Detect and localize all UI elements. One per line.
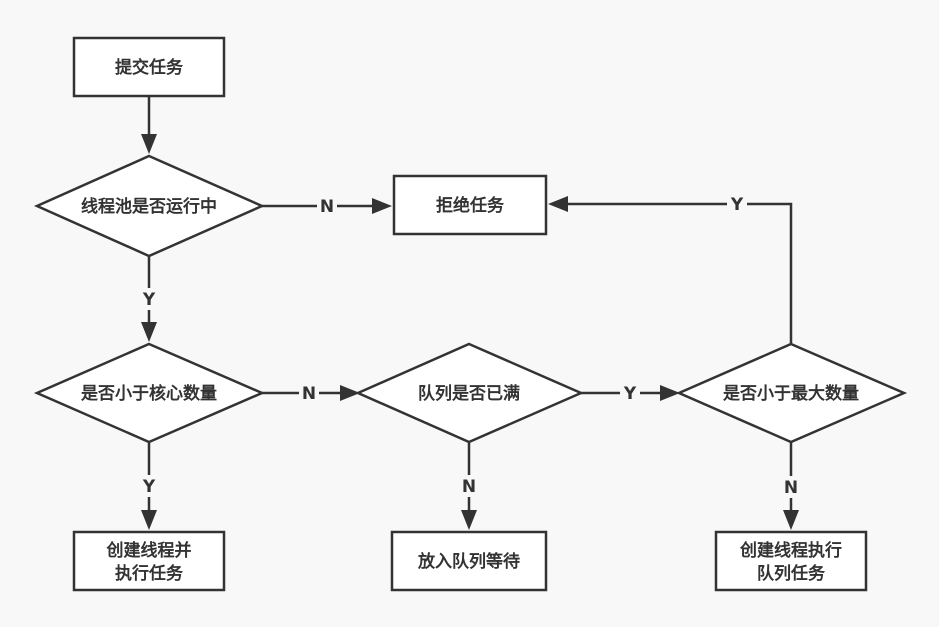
- edge-label-core-yes: Y: [142, 477, 156, 497]
- node-create-thread-run-queue-line2: 队列任务: [757, 563, 826, 584]
- edge-core-no: N: [262, 382, 360, 404]
- edge-label-max-yes: Y: [730, 195, 744, 215]
- edge-max-no: N: [781, 442, 801, 530]
- edge-label-queue-no: N: [462, 477, 476, 497]
- node-pool-running-decision: 线程池是否运行中: [33, 154, 266, 258]
- edge-queue-no: N: [459, 442, 479, 530]
- node-create-thread-execute-line2: 执行任务: [115, 563, 184, 584]
- node-below-max-label: 是否小于最大数量: [723, 383, 859, 404]
- node-pool-running-label: 线程池是否运行中: [81, 196, 217, 217]
- node-below-max-decision: 是否小于最大数量: [675, 342, 908, 444]
- node-submit-task-label: 提交任务: [115, 57, 184, 78]
- node-create-thread-run-queue: 创建线程执行 队列任务: [714, 530, 868, 592]
- edges: N Y Y N Y: [139, 96, 801, 530]
- node-submit-task: 提交任务: [72, 36, 226, 98]
- node-queue-full-label: 队列是否已满: [418, 383, 520, 404]
- edge-label-running-no: N: [320, 197, 334, 217]
- node-create-thread-run-queue-line1: 创建线程执行: [739, 540, 842, 561]
- node-enqueue-wait: 放入队列等待: [390, 530, 548, 592]
- edge-running-no: N: [262, 195, 392, 217]
- nodes: 提交任务 线程池是否运行中 拒绝任务 是否小于核心数量 队列是否已满 是否小于最…: [33, 36, 908, 592]
- edge-queue-yes: Y: [581, 382, 680, 404]
- edge-label-core-no: N: [302, 384, 316, 404]
- node-create-thread-execute: 创建线程并 执行任务: [72, 530, 226, 592]
- edge-core-yes: Y: [139, 442, 159, 530]
- node-create-thread-execute-line1: 创建线程并: [106, 540, 192, 561]
- edge-label-max-no: N: [784, 478, 798, 498]
- node-reject-task-label: 拒绝任务: [436, 195, 505, 216]
- edge-running-yes: Y: [139, 256, 159, 342]
- edge-label-queue-yes: Y: [623, 384, 637, 404]
- node-enqueue-wait-label: 放入队列等待: [417, 551, 520, 572]
- node-below-core-decision: 是否小于核心数量: [33, 342, 266, 444]
- node-queue-full-decision: 队列是否已满: [354, 342, 585, 444]
- edge-label-running-yes: Y: [142, 290, 156, 310]
- edge-max-yes: Y: [548, 193, 793, 344]
- node-below-core-label: 是否小于核心数量: [81, 383, 217, 404]
- edge-submit-to-running: [141, 96, 157, 154]
- node-reject-task: 拒绝任务: [392, 174, 548, 236]
